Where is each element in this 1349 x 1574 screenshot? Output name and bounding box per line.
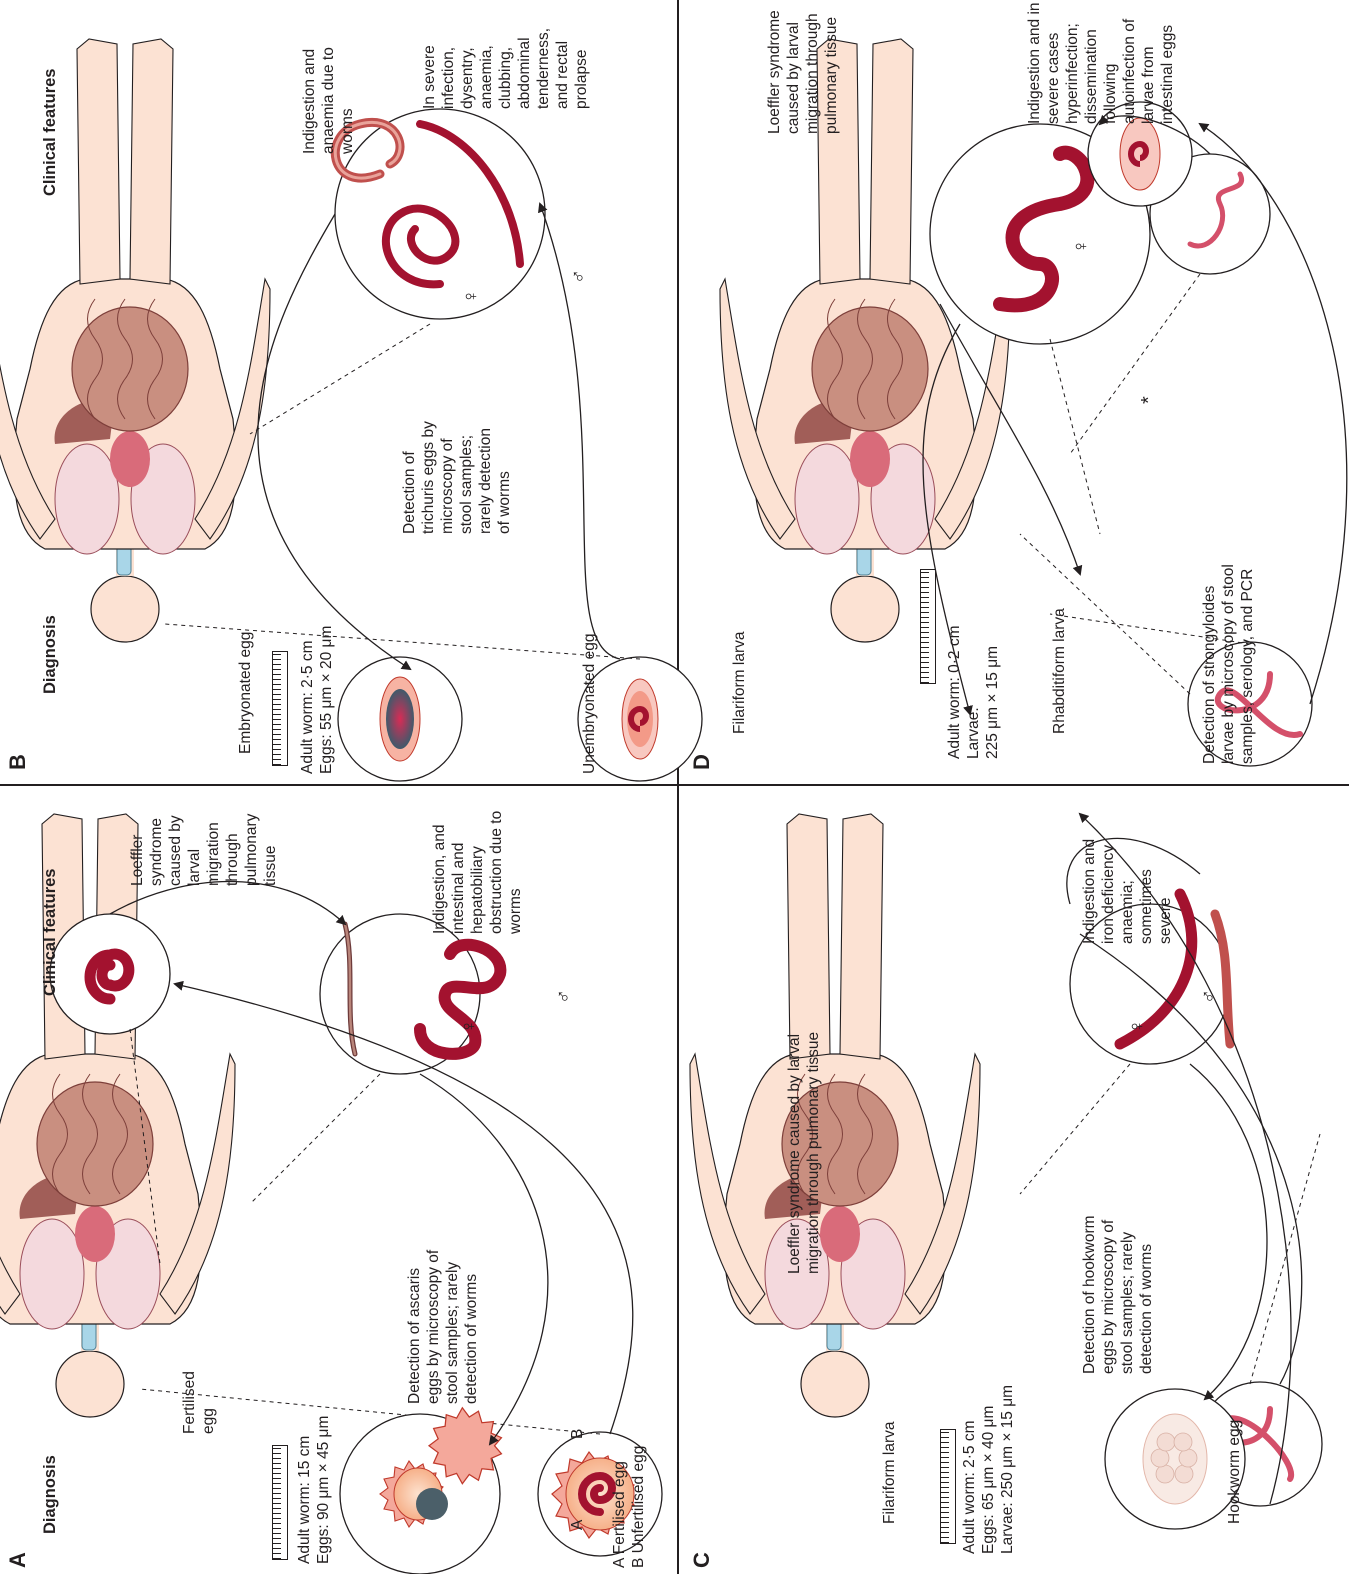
panel-b-severe-text: In severe infection, dysentry, anaemia, …: [420, 9, 591, 109]
panel-c-gut-text: Indigestion and iron deficiency anaemia;…: [1080, 824, 1175, 944]
panel-b-egg-label: Embryonated egg: [236, 594, 255, 754]
panel-b-scale-text: Adult worm: 2·5 cm Eggs: 55 μm × 20 μm: [298, 604, 336, 774]
panel-c-scale-ruler: [940, 1429, 956, 1544]
panel-a-detection-text: Detection of ascaris eggs by microscopy …: [405, 1244, 481, 1404]
panel-c-male-symbol: ♂: [1200, 989, 1219, 1004]
panel-b-unembryonated-label: Unembryonated egg: [580, 614, 599, 774]
panel-d-larva-label: Filariform larva: [730, 614, 749, 734]
panel-c-lung-text: Loeffler syndrome caused by larval migra…: [785, 974, 823, 1274]
panel-d-scale-ruler: [920, 569, 936, 684]
panel-b-letter: B: [6, 754, 30, 770]
panel-a-lung-text: Loeffler syndrome caused by larval migra…: [128, 786, 280, 886]
panel-c-female-symbol: ♀: [1128, 1019, 1147, 1034]
panel-d-female-symbol: ♀: [1072, 239, 1091, 254]
panel-a-letter: A: [6, 1552, 30, 1568]
panel-d-lung-text: Loeffler syndrome caused by larval migra…: [765, 0, 841, 134]
panel-b-scale-ruler: [272, 651, 288, 766]
panel-a-egg-a-label: A: [568, 1520, 587, 1530]
panel-a-diagnosis-heading: Diagnosis: [40, 1455, 60, 1534]
panel-d-gut-text: Indigestion and in severe cases hyperinf…: [1025, 0, 1177, 124]
panel-a-male-symbol: ♂: [555, 989, 574, 1004]
panel-b-female-symbol: ♀: [462, 289, 481, 304]
panel-b-clinical-heading: Clinical features: [40, 69, 60, 196]
panel-a-scale-text: Adult worm: 15 cm Eggs: 90 μm × 45 μm: [295, 1394, 333, 1564]
panel-a-egg-legend: A Fertilised egg B Unfertilised egg: [610, 1358, 648, 1568]
panel-b-male-symbol: ♂: [570, 269, 589, 284]
panel-b-diagnosis-heading: Diagnosis: [40, 615, 60, 694]
panel-a-egg-b-label: B: [568, 1429, 587, 1439]
panel-d-asterisk: *: [1140, 396, 1159, 404]
panel-a-scale-ruler: [272, 1445, 288, 1560]
panel-c-scale-text: Adult worm: 2·5 cm Eggs: 65 μm × 40 μm L…: [960, 1344, 1017, 1554]
panel-c-egg-label: Hookworm egg: [1225, 1374, 1244, 1524]
panel-b-gut-text: Indigestion and anaemia due to worms: [300, 29, 357, 154]
panel-c-larva-label: Filariform larva: [880, 1404, 899, 1524]
panel-a-gut-text: Indigestion, and intestinal and hepatobi…: [430, 789, 525, 934]
panel-a-egg-label: Fertilised egg: [180, 1344, 218, 1434]
panel-d-detection-text: Detection of strongyloides larvae by mic…: [1200, 554, 1257, 764]
panel-c-detection-text: Detection of hookworm eggs by microscopy…: [1080, 1214, 1156, 1374]
panel-d-letter: D: [690, 754, 714, 770]
panel-d-rhabditiform-label: Rhabditiform larva: [1050, 584, 1069, 734]
panel-d-scale-text: Adult worm: 0·2 cm Larvae: 225 μm × 15 μ…: [945, 569, 1002, 759]
panel-c-letter: C: [690, 1552, 714, 1568]
panel-a-female-symbol: ♀: [460, 1019, 479, 1034]
panel-a-clinical-heading: Clinical features: [40, 869, 60, 996]
panel-b-detection-text: Detection of trichuris eggs by microscop…: [400, 414, 514, 534]
